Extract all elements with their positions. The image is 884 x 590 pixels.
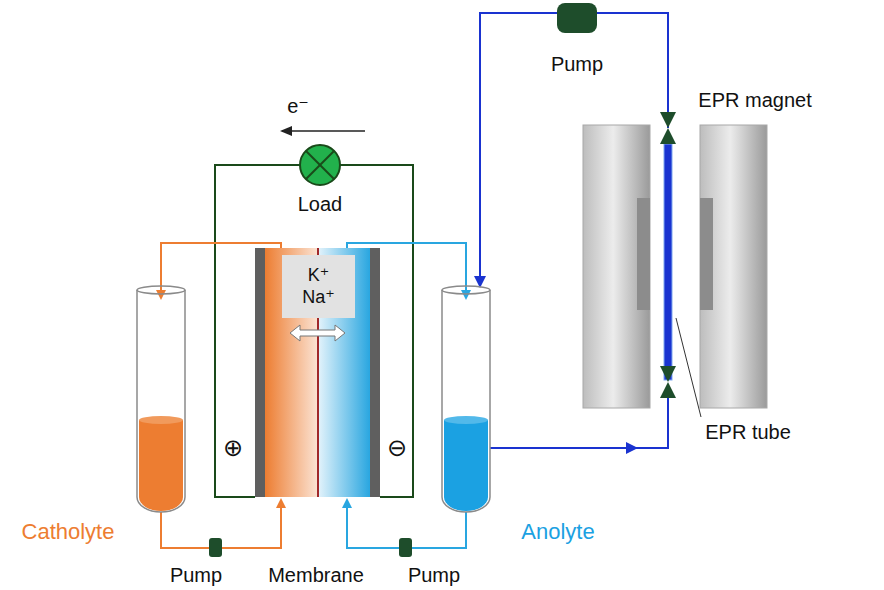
external-circuit [215,131,413,497]
epr-flow-loop-part [626,442,638,454]
electrolyte-label: Anolyte [521,520,594,544]
ion-box: K⁺ Na⁺ [282,255,355,318]
external-circuit-part [306,151,334,179]
epr-magnet-part [700,125,767,408]
polarity-sign: ⊕ [223,435,243,461]
epr-flow-loop-part [660,112,676,144]
flow-cell-part [370,248,380,497]
catholyte-tank-part [139,420,183,511]
epr-flow-loop [480,3,701,454]
ion-label: K⁺ Na⁺ [299,265,339,308]
anolyte-tank-part [442,290,490,512]
load-label: Load [298,193,343,215]
anolyte-tank [442,286,490,512]
epr-magnet-part [700,198,713,310]
membrane-label: Membrane [268,564,364,586]
external-circuit-part [300,145,340,185]
epr-magnet [583,125,767,408]
anolyte-tank-part [444,420,488,511]
catholyte-tank-part [139,416,183,424]
flow-cell [255,248,380,497]
pump-label: Pump [408,564,460,586]
electrolyte-tubing [161,243,466,557]
anolyte-tank-part [444,416,488,424]
external-circuit-part [306,151,334,179]
catholyte-tank [137,286,185,512]
catholyte-tank-part [137,286,185,294]
epr-magnet-part [583,125,650,408]
electron-label: e⁻ [287,95,309,117]
epr-flow-loop-part [660,366,676,398]
epr-magnet-part [637,198,650,310]
tube-label: EPR tube [705,421,791,443]
magnet-label: EPR magnet [698,89,811,111]
epr-flow-loop-part [664,144,672,380]
flow-cell-part [290,325,345,341]
electrolyte-tubing-part [209,538,222,557]
pump-label: Pump [170,564,222,586]
anolyte-tank-part [442,286,490,294]
electrolyte-tubing-part [399,538,412,557]
epr-flow-loop-part [557,3,597,33]
external-circuit-part [282,130,365,132]
flow-cell-part [255,248,265,497]
pump-label: Pump [551,53,603,75]
external-circuit-part [215,165,413,497]
ion-box-content: K⁺ Na⁺ [299,265,339,308]
catholyte-tank-part [137,290,185,512]
epr-flow-loop-part [676,318,701,417]
polarity-sign: ⊖ [387,435,407,461]
electrolyte-label: Catholyte [22,520,115,544]
epr-flow-loop-part [480,13,668,286]
epr-flow-loop-part [490,398,668,448]
